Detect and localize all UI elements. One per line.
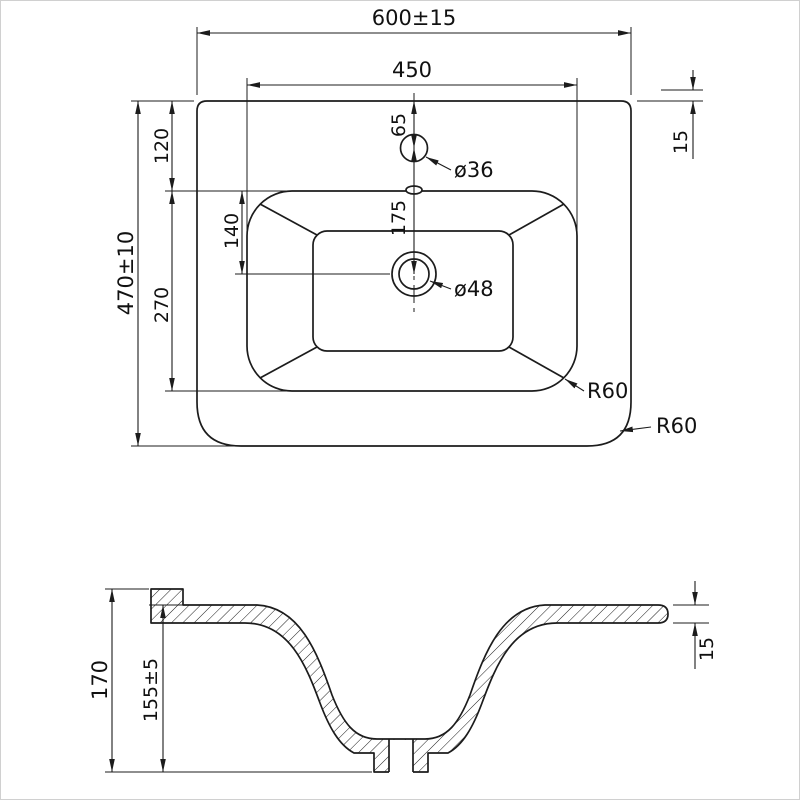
dim-rear-edge-offset: 15 — [670, 130, 692, 154]
dim-basin-corner-radius: R60 — [587, 379, 628, 403]
section-dimension-lines — [109, 581, 698, 772]
dim-faucet-hole-dia: ø36 — [454, 158, 494, 182]
plan-dimension-lines — [135, 30, 696, 446]
outer-outline — [196, 100, 632, 447]
dim-rim-to-basin: 120 — [151, 128, 173, 164]
dim-basin-to-drain: 140 — [221, 213, 243, 249]
dim-rim-thickness: 15 — [696, 637, 718, 661]
dim-faucet-center-offset: 65 — [388, 113, 410, 137]
leader-faucet-dia — [425, 156, 452, 171]
section-view: 170 155±5 15 — [88, 581, 718, 774]
leader-outer-radius — [619, 426, 652, 433]
dim-outer-corner-radius: R60 — [656, 414, 697, 438]
leader-basin-radius — [564, 378, 585, 392]
dim-basin-width: 450 — [392, 58, 432, 82]
section-profile — [150, 588, 669, 773]
drain-opening-section — [388, 739, 414, 774]
basin-rim — [246, 190, 578, 392]
section-extension-lines — [105, 588, 709, 773]
dim-overall-height: 170 — [88, 660, 112, 700]
dim-basin-length: 270 — [151, 287, 173, 323]
dim-overall-width: 600±15 — [372, 6, 456, 30]
plan-view: 600±15 450 65 ø36 15 120 140 175 270 470… — [114, 6, 703, 447]
dim-overall-depth: 470±10 — [114, 231, 138, 315]
dim-bowl-depth: 155±5 — [140, 658, 162, 722]
dim-drain-hole-dia: ø48 — [454, 277, 494, 301]
dim-faucet-to-drain: 175 — [388, 200, 410, 236]
leader-drain-dia — [429, 280, 452, 290]
basin-corner-slopes — [259, 203, 565, 379]
